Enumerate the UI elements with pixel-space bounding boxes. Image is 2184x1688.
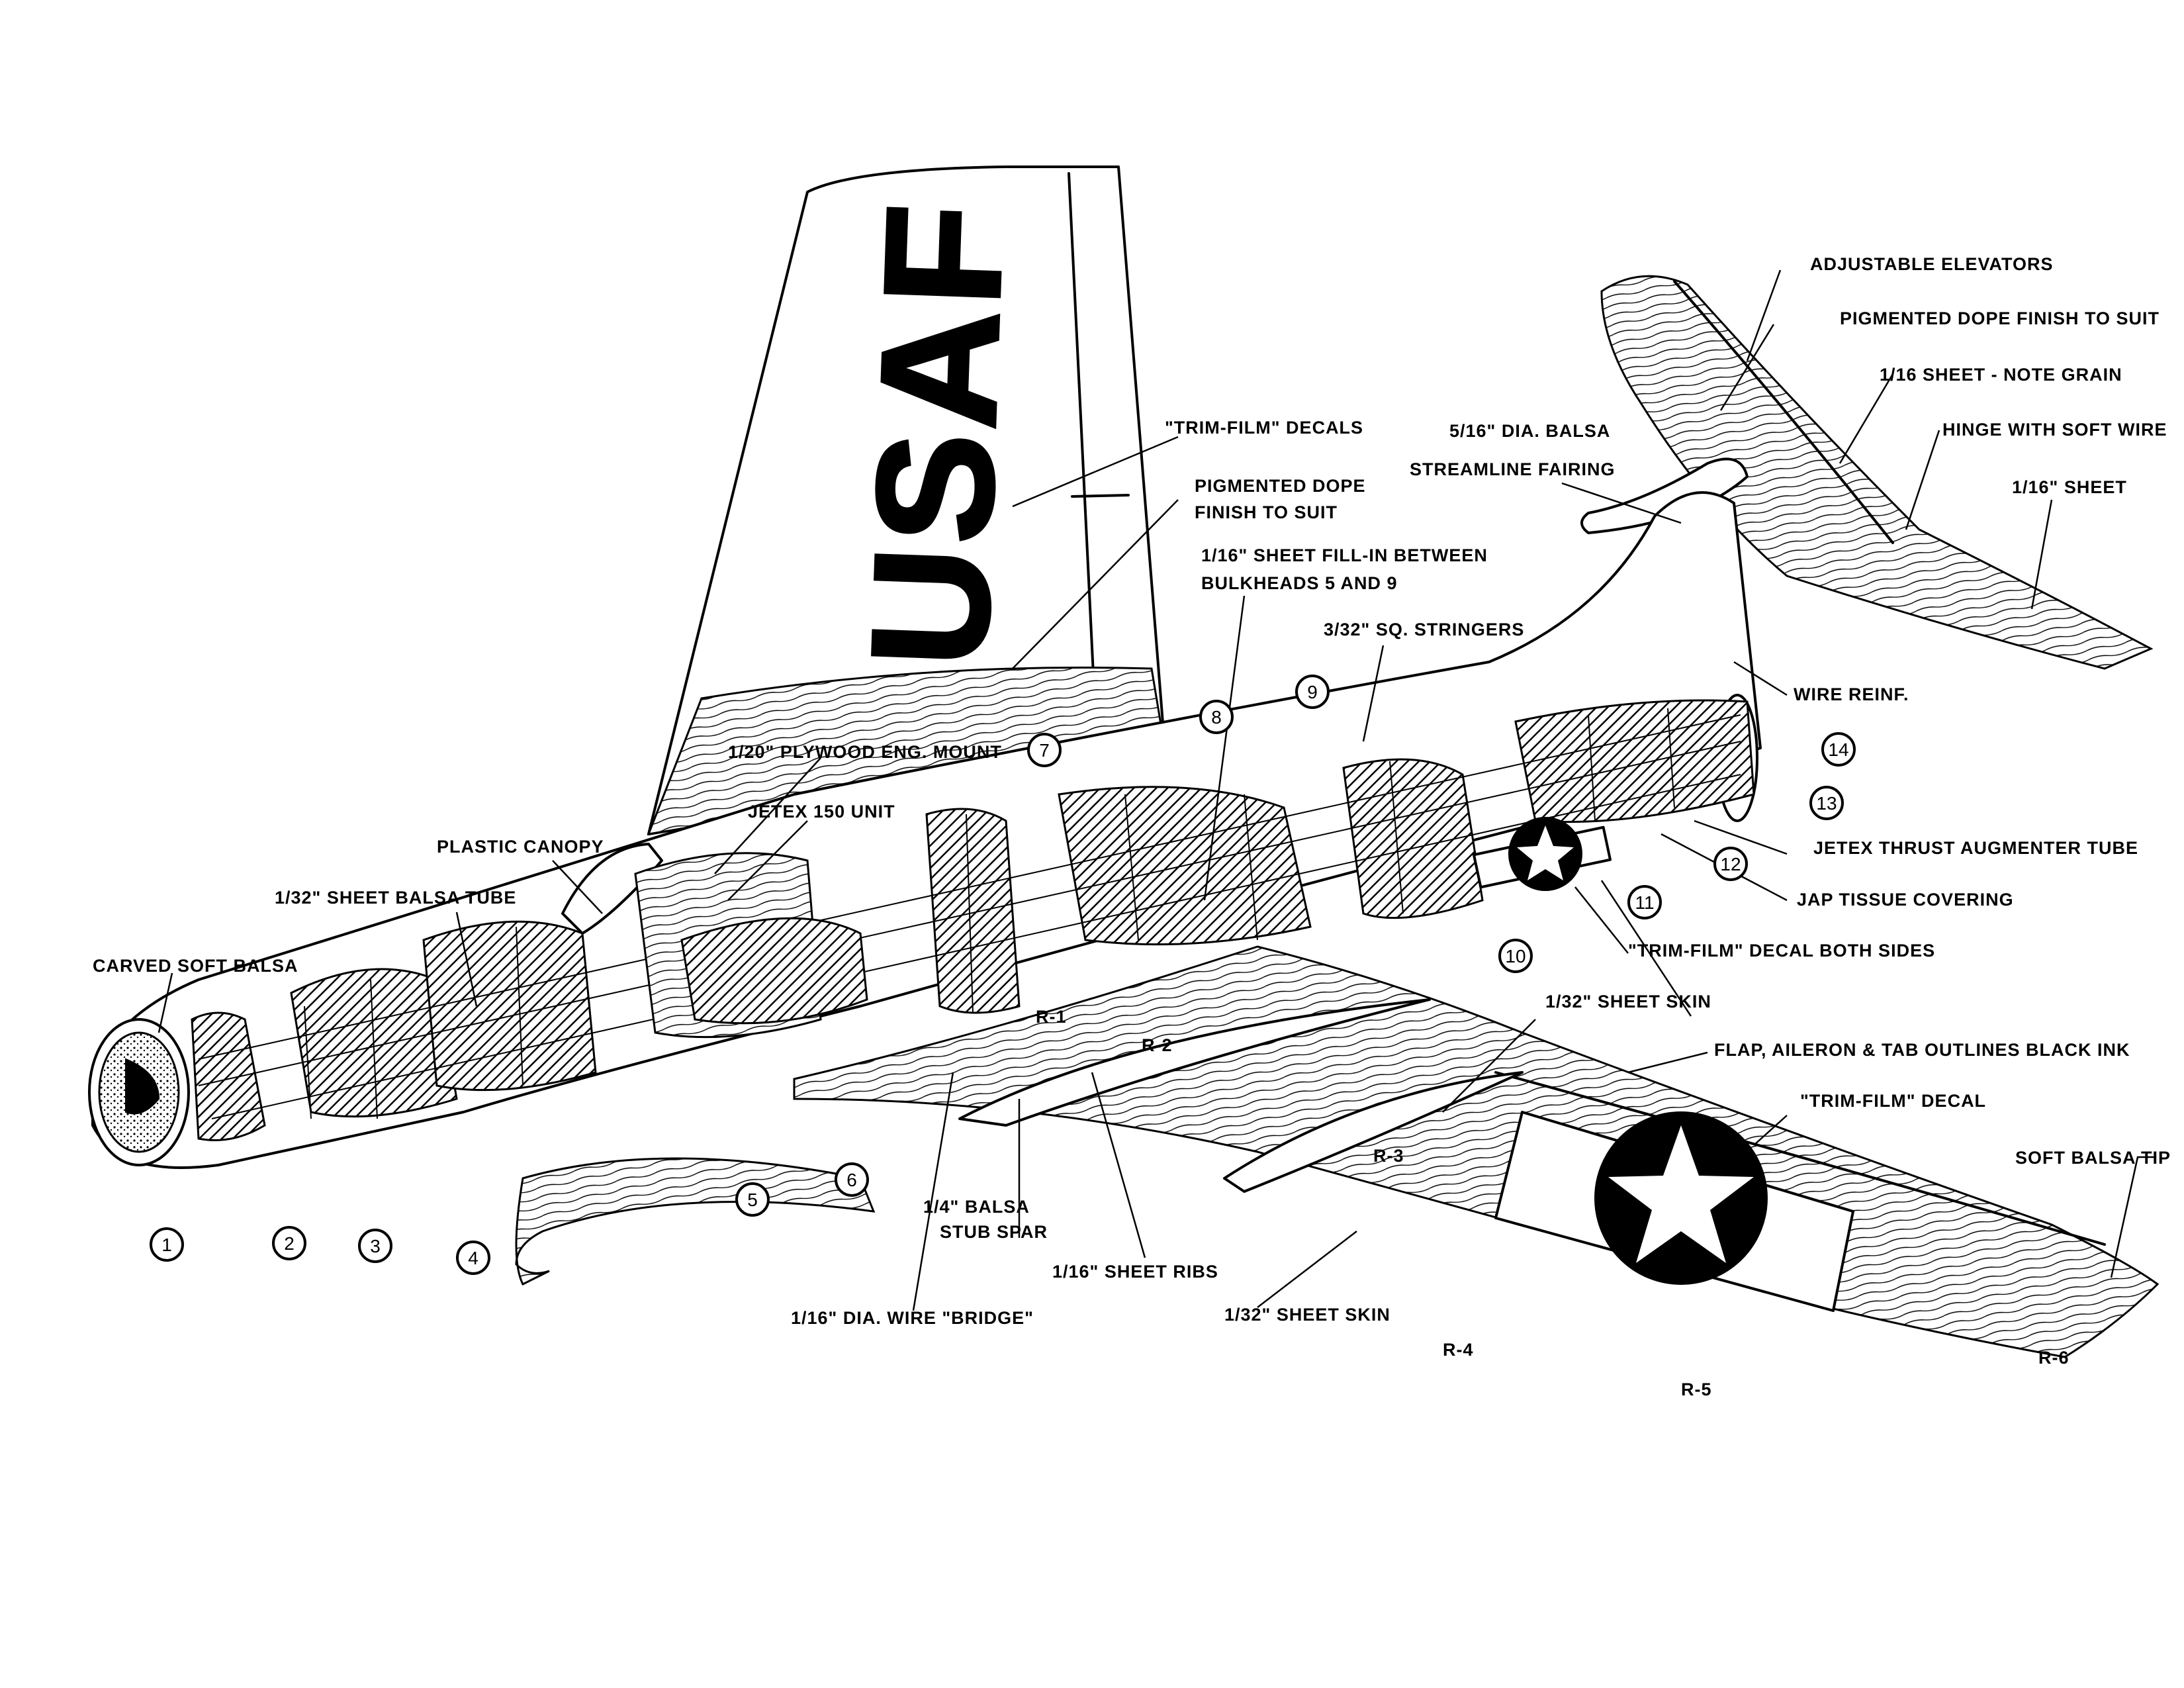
wing [793,945,2160,1358]
label-sheet-fill-in-2: BULKHEADS 5 AND 9 [1201,573,1398,593]
label-pigmented-dope-fin-2: FINISH TO SUIT [1195,502,1338,522]
fuselage [88,491,1762,1169]
bulkhead-marker: 5 [735,1182,770,1217]
svg-text:12: 12 [1720,854,1741,874]
label-plastic-canopy: PLASTIC CANOPY [437,837,604,857]
leader-lines [158,269,2154,1311]
label-wire-reinf: WIRE REINF. [1794,684,1909,704]
structure-cutaways [191,699,1755,1141]
svg-text:3: 3 [370,1236,381,1256]
bulkhead-marker: 11 [1627,885,1662,919]
svg-text:5: 5 [747,1190,758,1210]
bulkhead-marker: 10 [1498,939,1533,973]
label-sheet-skin-upper: 1/32" SHEET SKIN [1545,992,1711,1011]
usaf-marking: USAF [835,195,1039,671]
fuselage-roundel [1472,817,1612,891]
label-plywood-mount: 1/20" PLYWOOD ENG. MOUNT [728,742,1002,762]
rib-label: R-4 [1443,1340,1474,1360]
bulkhead-marker: 14 [1821,732,1856,767]
label-balsa-fairing-1: 5/16" DIA. BALSA [1449,421,1610,441]
label-sheet-fill-in-1: 1/16" SHEET FILL-IN BETWEEN [1201,545,1488,565]
label-balsa-fairing-2: STREAMLINE FAIRING [1410,459,1615,479]
label-sq-stringers: 3/32" SQ. STRINGERS [1324,620,1524,639]
label-sheet-note-grain: 1/16 SHEET - NOTE GRAIN [1880,365,2122,385]
bulkhead-marker: 12 [1713,847,1748,881]
usaf-text: USAF [837,197,1037,670]
label-wire-bridge: 1/16" DIA. WIRE "BRIDGE" [791,1308,1034,1328]
label-carved-soft-balsa: CARVED SOFT BALSA [93,956,298,976]
svg-text:7: 7 [1039,740,1050,761]
label-augmenter-tube: JETEX THRUST AUGMENTER TUBE [1813,838,2138,858]
svg-text:13: 13 [1816,793,1837,814]
label-stub-spar-1: 1/4" BALSA [923,1197,1030,1217]
bulkhead-numbers: 1 2 3 4 5 6 7 8 9 10 11 12 13 14 [150,675,1856,1275]
bulkhead-marker: 7 [1027,733,1062,767]
svg-text:10: 10 [1505,946,1525,966]
bulkhead-marker: 3 [358,1229,392,1263]
horizontal-stabilizer [1580,275,2154,670]
label-sheet-skin-lower: 1/32" SHEET SKIN [1224,1305,1390,1325]
svg-text:8: 8 [1211,707,1222,727]
label-hinge-soft-wire: HINGE WITH SOFT WIRE [1942,420,2167,440]
bulkhead-marker: 13 [1809,786,1844,820]
rib-label: R-3 [1373,1146,1404,1166]
svg-text:1: 1 [161,1235,172,1255]
rib-label: R-5 [1681,1380,1712,1399]
svg-text:14: 14 [1828,739,1848,760]
rib-label: R-6 [2038,1348,2070,1368]
label-balsa-tube: 1/32" SHEET BALSA TUBE [275,888,516,908]
label-adjustable-elevators: ADJUSTABLE ELEVATORS [1810,254,2054,274]
label-flap-aileron: FLAP, AILERON & TAB OUTLINES BLACK INK [1714,1040,2130,1060]
label-trim-film-both: "TRIM-FILM" DECAL BOTH SIDES [1628,941,1935,961]
bulkhead-marker: 8 [1199,700,1234,734]
label-sheet-1-16-tail: 1/16" SHEET [2012,477,2127,497]
wing-roundel [1494,1111,1854,1312]
label-pigmented-dope-fin-1: PIGMENTED DOPE [1195,476,1366,496]
vertical-fin [647,165,1166,835]
svg-text:11: 11 [1635,892,1654,913]
detached-fairing [515,1157,876,1286]
callout-labels: ADJUSTABLE ELEVATORS PIGMENTED DOPE FINI… [93,254,2171,1328]
label-jetex-unit: JETEX 150 UNIT [748,802,895,821]
label-jap-tissue: JAP TISSUE COVERING [1797,890,2014,910]
svg-text:4: 4 [468,1248,478,1268]
svg-text:2: 2 [284,1233,295,1254]
bulkhead-marker: 6 [835,1162,869,1197]
bulkhead-marker: 2 [272,1226,306,1260]
label-stub-spar-2: STUB SPAR [940,1222,1048,1242]
bulkhead-marker: 4 [456,1241,490,1275]
rib-label: R-2 [1142,1035,1173,1055]
rib-labels: R-1 R-2 R-3 R-4 R-5 R-6 [1036,1007,2070,1399]
label-soft-balsa-tip: SOFT BALSA TIP [2015,1148,2171,1168]
label-trim-film-decals: "TRIM-FILM" DECALS [1165,418,1363,438]
bulkhead-marker: 9 [1295,675,1330,709]
svg-text:9: 9 [1307,682,1318,702]
svg-text:6: 6 [846,1170,857,1190]
bulkhead-marker: 1 [150,1227,184,1262]
label-trim-film-decal: "TRIM-FILM" DECAL [1800,1091,1986,1111]
rib-label: R-1 [1036,1007,1067,1027]
label-sheet-ribs: 1/16" SHEET RIBS [1052,1262,1218,1282]
label-pigmented-dope-tail: PIGMENTED DOPE FINISH TO SUIT [1840,308,2160,328]
